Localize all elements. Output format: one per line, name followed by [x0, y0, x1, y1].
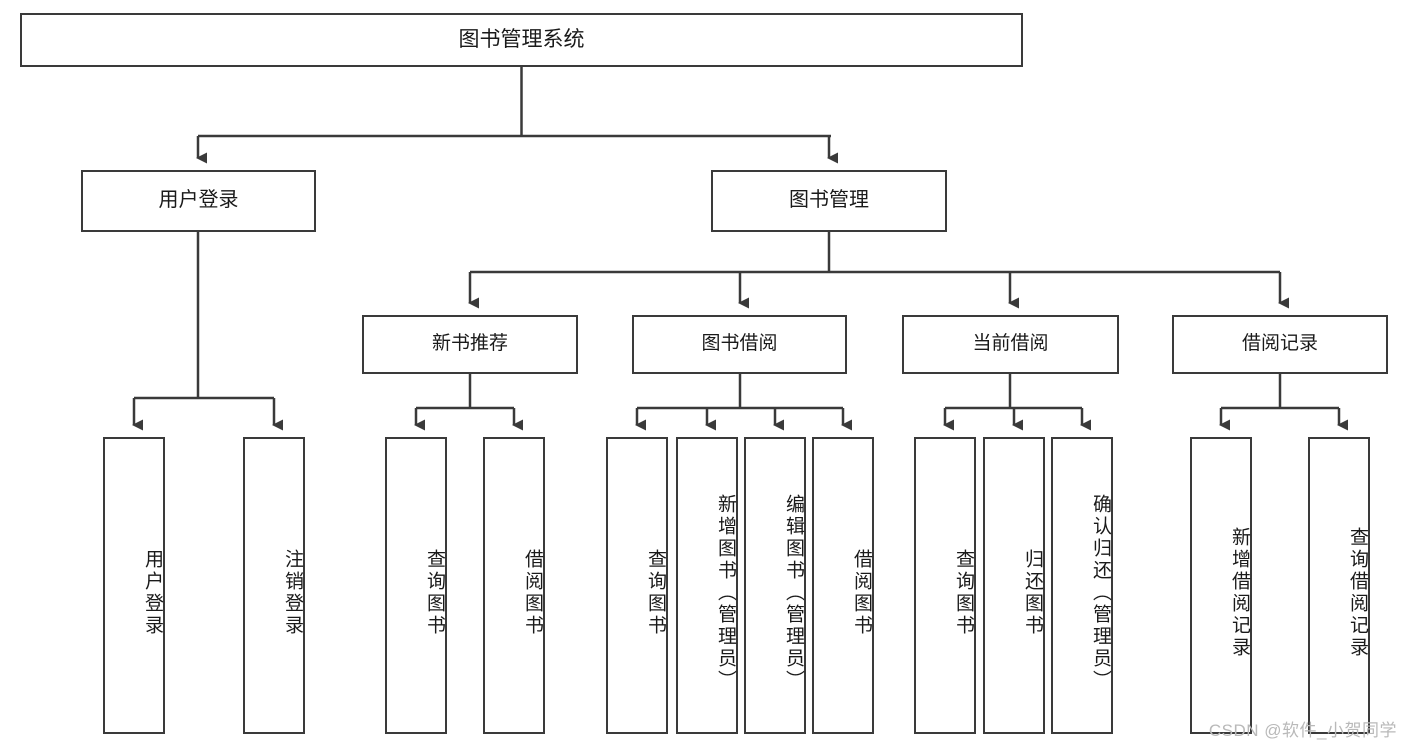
node-book-borrow-label: 图书借阅 [701, 333, 778, 355]
leaf-query-book-3-label: 查询图书 [953, 548, 974, 637]
node-root[interactable]: 图书管理系统 [20, 13, 1023, 67]
leaf-add-borrow-record[interactable]: 新增借阅记录 [1190, 437, 1252, 734]
leaf-logout-login[interactable]: 注销登录 [243, 437, 305, 734]
leaf-logout-login-label: 注销登录 [282, 548, 303, 637]
leaf-add-borrow-record-label: 新增借阅记录 [1229, 526, 1250, 659]
leaf-borrow-book-2-label: 借阅图书 [851, 548, 872, 637]
leaf-confirm-return-admin[interactable]: 确认归还（管理员） [1051, 437, 1113, 734]
leaf-borrow-book-1[interactable]: 借阅图书 [483, 437, 545, 734]
node-borrow-record-label: 借阅记录 [1241, 333, 1318, 355]
node-book-borrow[interactable]: 图书借阅 [632, 315, 847, 374]
node-root-label: 图书管理系统 [458, 27, 585, 51]
leaf-edit-book-admin-label: 编辑图书（管理员） [783, 493, 804, 692]
leaf-borrow-book-1-label: 借阅图书 [522, 548, 543, 637]
node-new-book-recommend[interactable]: 新书推荐 [362, 315, 578, 374]
leaf-user-login[interactable]: 用户登录 [103, 437, 165, 734]
leaf-query-borrow-record[interactable]: 查询借阅记录 [1308, 437, 1370, 734]
leaf-query-book-3[interactable]: 查询图书 [914, 437, 976, 734]
node-book-manage-label: 图书管理 [789, 189, 869, 212]
leaf-add-book-admin[interactable]: 新增图书（管理员） [676, 437, 738, 734]
csdn-watermark: CSDN @软件_小贺同学 [1208, 721, 1397, 740]
leaf-return-book-label: 归还图书 [1022, 548, 1043, 637]
leaf-query-borrow-record-label: 查询借阅记录 [1347, 526, 1368, 659]
leaf-user-login-label: 用户登录 [142, 548, 163, 637]
node-current-borrow[interactable]: 当前借阅 [902, 315, 1119, 374]
node-user-login[interactable]: 用户登录 [81, 170, 316, 232]
leaf-return-book[interactable]: 归还图书 [983, 437, 1045, 734]
leaf-query-book-1-label: 查询图书 [424, 548, 445, 637]
node-user-login-label: 用户登录 [158, 189, 239, 212]
leaf-query-book-1[interactable]: 查询图书 [385, 437, 447, 734]
leaf-borrow-book-2[interactable]: 借阅图书 [812, 437, 874, 734]
node-borrow-record[interactable]: 借阅记录 [1172, 315, 1388, 374]
leaf-edit-book-admin[interactable]: 编辑图书（管理员） [744, 437, 806, 734]
leaf-confirm-return-admin-label: 确认归还（管理员） [1090, 493, 1111, 692]
node-book-manage[interactable]: 图书管理 [711, 170, 947, 232]
leaf-query-book-2-label: 查询图书 [645, 548, 666, 637]
leaf-add-book-admin-label: 新增图书（管理员） [715, 493, 736, 692]
node-new-book-recommend-label: 新书推荐 [431, 333, 508, 355]
leaf-query-book-2[interactable]: 查询图书 [606, 437, 668, 734]
node-current-borrow-label: 当前借阅 [972, 333, 1049, 355]
